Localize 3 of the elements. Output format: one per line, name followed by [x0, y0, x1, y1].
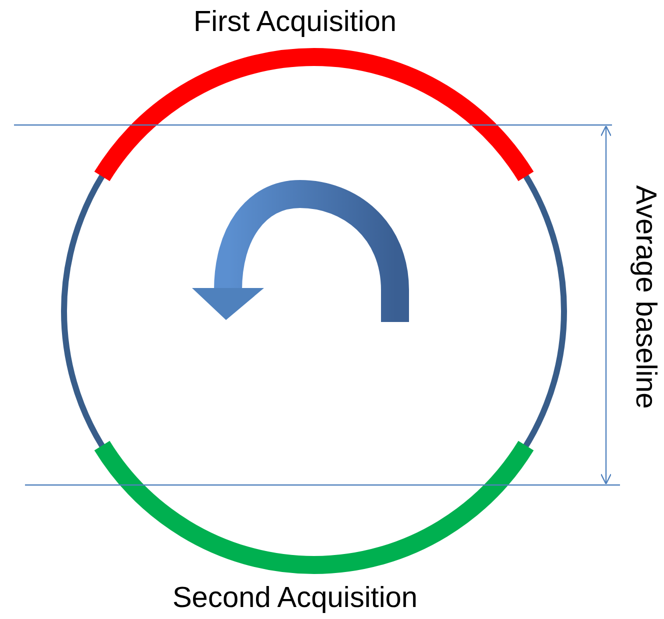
dimension-label: Average baseline — [630, 185, 660, 409]
arc-label: First Acquisition — [192, 8, 398, 37]
arc-label: Second Acquisition — [171, 584, 419, 613]
